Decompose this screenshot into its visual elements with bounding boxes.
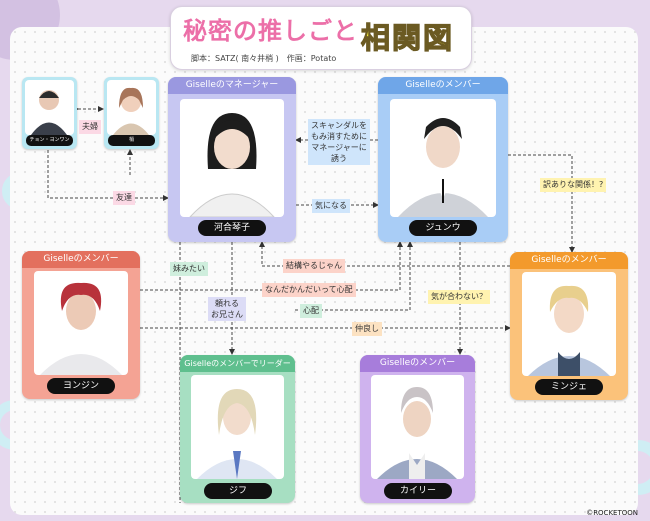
- yongjin-portrait: [34, 271, 128, 375]
- kairi-portrait: [371, 375, 464, 479]
- character-card-manager: Giselleのマネージャー 河合琴子: [168, 77, 296, 242]
- title-main: 秘密の推しごと: [183, 17, 358, 45]
- relation-scandal: スキャンダルを もみ消すために マネージャーに 誘う: [308, 119, 370, 165]
- manager-portrait: [180, 99, 284, 217]
- relation-brother: 頼れる お兄さん: [208, 297, 246, 321]
- junwoo-name: ジュンウ: [409, 220, 477, 236]
- junwoo-role: Giselleのメンバー: [378, 77, 508, 94]
- character-card-wife: 梢: [104, 77, 159, 149]
- relation-complicated: 訳ありな関係！?: [540, 178, 607, 192]
- wife-name: 梢: [108, 135, 155, 146]
- minje-name: ミンジェ: [535, 379, 603, 395]
- relation-mismatch: 気が合わない？: [428, 290, 490, 304]
- character-card-minje: Giselleのメンバー ミンジェ: [510, 252, 628, 400]
- manager-role: Giselleのマネージャー: [168, 77, 296, 94]
- manager-name: 河合琴子: [198, 220, 266, 236]
- relation-curious: 気になる: [312, 199, 350, 213]
- jifu-role: Giselleのメンバーでリーダー: [180, 355, 295, 372]
- relation-friend: 友達: [113, 191, 135, 205]
- minje-portrait: [522, 272, 616, 376]
- relation-good-match: 結構やるじゃん: [283, 259, 345, 273]
- minje-role: Giselleのメンバー: [510, 252, 628, 269]
- title-credit: 脚本：SATZ( 南々井梢 ) 作画：Potato: [191, 54, 337, 63]
- junwoo-portrait: [390, 99, 496, 217]
- character-card-yongjin: Giselleのメンバー ヨンジン: [22, 251, 140, 399]
- character-card-husband: チョン・ヨンワン: [22, 77, 77, 149]
- title-card: 秘密の推しごと 相関図 脚本：SATZ( 南々井梢 ) 作画：Potato: [170, 6, 472, 70]
- character-card-jifu: Giselleのメンバーでリーダー ジフ: [180, 355, 295, 503]
- kairi-role: Giselleのメンバー: [360, 355, 475, 372]
- copyright: ©ROCKETOON: [586, 509, 638, 517]
- kairi-name: カイリー: [384, 483, 452, 499]
- jifu-portrait: [191, 375, 284, 479]
- yongjin-name: ヨンジン: [47, 378, 115, 394]
- jifu-name: ジフ: [204, 483, 272, 499]
- relation-sister: 妹みたい: [170, 262, 208, 276]
- relation-couple: 夫婦: [79, 120, 101, 134]
- husband-portrait: [25, 80, 74, 135]
- yongjin-role: Giselleのメンバー: [22, 251, 140, 268]
- character-card-kairi: Giselleのメンバー カイリー: [360, 355, 475, 503]
- relation-concern: 心配: [300, 304, 322, 318]
- relation-close: 仲良し: [352, 322, 382, 336]
- relation-worried: なんだかんだいって心配: [262, 283, 356, 297]
- character-card-junwoo: Giselleのメンバー ジュンウ: [378, 77, 508, 242]
- wife-portrait: [107, 80, 156, 135]
- husband-name: チョン・ヨンワン: [26, 135, 73, 146]
- title-subtitle: 相関図: [360, 20, 455, 55]
